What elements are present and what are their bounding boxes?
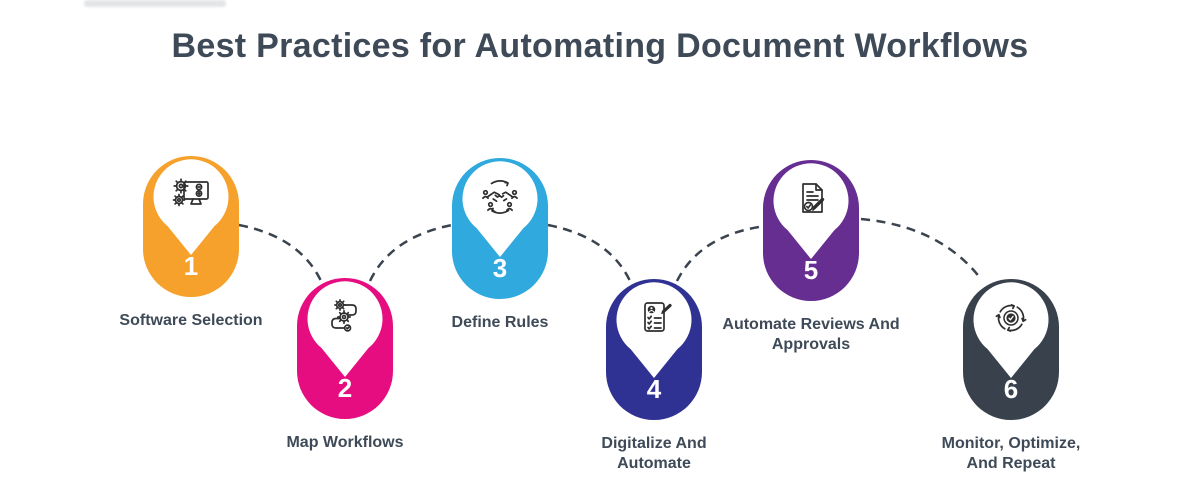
map-pin-shape bbox=[773, 163, 849, 259]
step-pin-3: 3 bbox=[452, 158, 548, 299]
digital-checklist-icon bbox=[644, 302, 672, 332]
handshake-collaboration-icon bbox=[482, 180, 518, 214]
connector-5-6 bbox=[860, 217, 982, 280]
connector-2-3 bbox=[368, 223, 453, 282]
step-pin-2: 2 bbox=[297, 278, 393, 419]
watermark-fragment bbox=[84, 0, 226, 7]
map-pin-shape bbox=[153, 159, 229, 255]
step-pin-5: 5 bbox=[763, 160, 859, 301]
step-node-1: 1 Software Selection bbox=[119, 154, 263, 329]
step-label-2: Map Workflows bbox=[286, 434, 404, 451]
step-node-3: 3 Define Rules bbox=[450, 156, 550, 331]
step-number: 5 bbox=[804, 255, 818, 285]
step-number: 6 bbox=[1004, 374, 1018, 404]
connector-3-4 bbox=[547, 223, 632, 282]
step-number: 2 bbox=[338, 373, 352, 403]
step-node-5: 5 Automate Reviews And Approvals bbox=[722, 158, 900, 353]
step-label-3: Define Rules bbox=[451, 314, 549, 331]
workflow-path-gears-icon bbox=[331, 299, 357, 332]
connector-4-5 bbox=[675, 225, 760, 282]
step-number: 1 bbox=[184, 251, 198, 281]
document-approval-icon bbox=[802, 183, 825, 213]
step-label-1: Software Selection bbox=[119, 312, 263, 329]
computer-gears-icon bbox=[172, 178, 209, 207]
step-node-6: 6 Monitor, Optimize, And Repeat bbox=[942, 277, 1080, 472]
step-number: 4 bbox=[647, 374, 662, 404]
step-label-6: Monitor, Optimize, And Repeat bbox=[941, 435, 1081, 472]
step-label-5: Automate Reviews And Approvals bbox=[722, 316, 900, 353]
cycle-check-icon bbox=[995, 304, 1027, 332]
step-pin-6: 6 bbox=[963, 279, 1059, 420]
step-number: 3 bbox=[493, 253, 507, 283]
connector-1-2 bbox=[238, 223, 323, 282]
page-title: Best Practices for Automating Document W… bbox=[171, 27, 1029, 65]
step-pin-1: 1 bbox=[143, 156, 239, 297]
step-label-4: Digitalize And Automate bbox=[601, 435, 707, 472]
map-pin-shape bbox=[616, 282, 692, 378]
step-pin-4: 4 bbox=[606, 279, 702, 420]
step-node-2: 2 Map Workflows bbox=[286, 276, 404, 451]
step-node-4: 4 Digitalize And Automate bbox=[601, 277, 707, 472]
map-pin-shape bbox=[462, 161, 538, 257]
